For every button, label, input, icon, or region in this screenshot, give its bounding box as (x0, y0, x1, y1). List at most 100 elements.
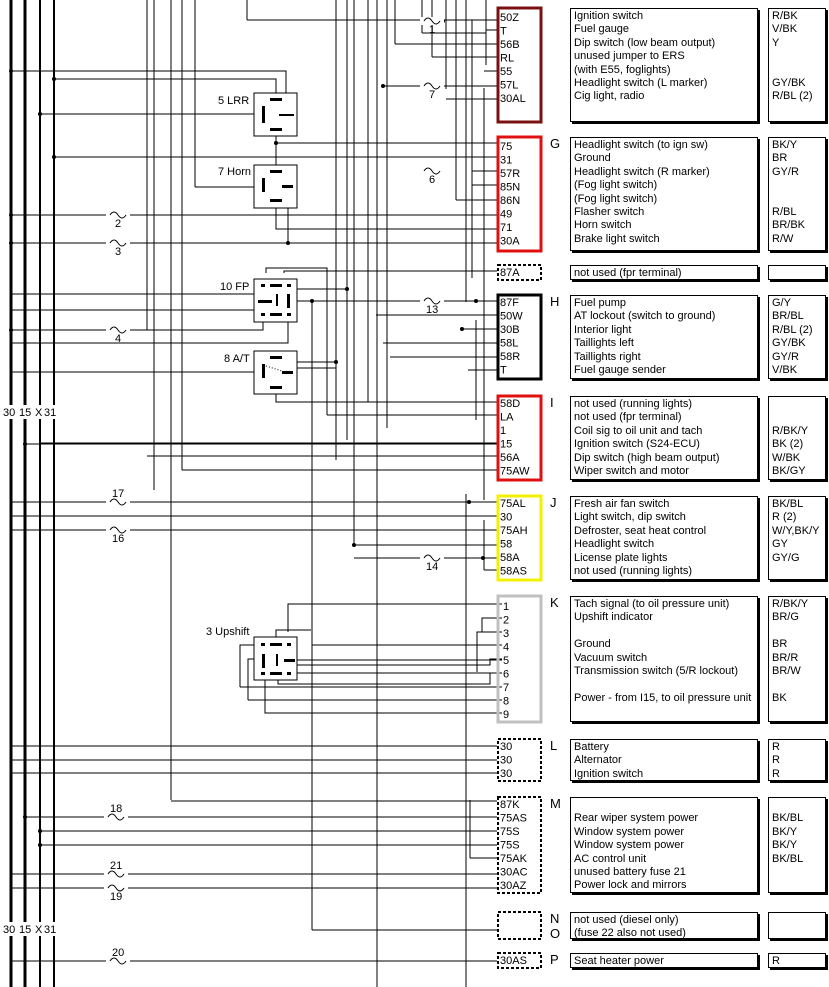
bus-labels-bottom: 30 15 X 31 (3, 924, 56, 936)
description-box-p: Seat heater power (570, 953, 758, 968)
fuse-label: 4 (115, 333, 121, 345)
relay-fp: 10 FP (220, 278, 298, 323)
pin-label: 87K (500, 799, 520, 811)
wire-color-line (772, 625, 822, 638)
description-line: Headlight switch (574, 538, 655, 551)
wire-color-line: V/BK (772, 363, 798, 376)
description-box-k: Tach signal (to oil pressure unit)Upshif… (570, 596, 758, 722)
pin-label: 87A (500, 267, 520, 279)
pin-label: 49 (500, 209, 512, 221)
wire-color-line: R/W (772, 232, 794, 245)
description-line: Ignition switch (574, 10, 644, 22)
description-line: Seat heater power (574, 955, 664, 967)
description-line (574, 799, 754, 812)
description-line: Taillights right (574, 350, 641, 363)
description-line: Fuel pump (574, 297, 626, 309)
fuse-label: 13 (426, 304, 438, 316)
wire (239, 644, 255, 687)
wire-color-line: W/Y,BK/Y (772, 524, 820, 537)
description-line: AT lockout (switch to ground) (574, 310, 716, 323)
bus-label-30: 30 (3, 924, 15, 936)
pin-label: 85N (500, 182, 520, 194)
description-line: Cig light, radio (574, 90, 645, 103)
fuse-14: 14 (420, 554, 444, 573)
description-line: Headlight switch (R marker) (574, 165, 710, 178)
description-line: (Fog light switch) (574, 192, 658, 205)
pin-label: 75S (500, 840, 520, 852)
description-line: Coil sig to oil unit and tach (574, 424, 703, 437)
pin-label: 56B (500, 39, 520, 51)
connector-g2: 87A (497, 264, 542, 281)
description-box-no: not used (diesel only)(fuse 22 also not … (570, 912, 758, 939)
description-line: not used (running lights) (574, 564, 693, 577)
wire-color-line (772, 799, 822, 812)
description-line: not used (running lights) (574, 398, 693, 410)
pin-label: 30 (500, 755, 512, 767)
bus-label-30: 30 (3, 407, 15, 419)
fuse-3: 3 (106, 239, 130, 258)
pin-label: 58D (500, 398, 520, 410)
wire-color-line (772, 179, 822, 192)
fuse-1: 1 (420, 17, 444, 36)
relay-label: 8 A/T (224, 353, 250, 365)
pin-label: 8 (503, 696, 509, 708)
fuse-7: 7 (420, 82, 444, 101)
fuse-label: 6 (429, 174, 435, 186)
description-line: Alternator (574, 754, 622, 767)
description-line: Fresh air fan switch (574, 498, 670, 510)
pin-label: 75S (500, 826, 520, 838)
description-line: Tach signal (to oil pressure unit) (574, 598, 730, 610)
description-line: Ignition switch (S24-ECU) (574, 438, 700, 451)
bus-labels-top: 30 15 X 31 (3, 407, 56, 419)
connector-letter: M (550, 796, 561, 811)
bus-lines (9, 0, 55, 987)
wire-color-line: GY/G (772, 551, 800, 564)
fuse-label: 2 (115, 218, 121, 230)
pin-label: 30A (500, 236, 520, 248)
vertical-wires (146, 0, 487, 987)
fuse-label: 21 (110, 860, 122, 872)
wire (275, 393, 497, 403)
wire-color-box-no (768, 912, 826, 939)
description-line: License plate lights (574, 551, 668, 564)
pin-label: 58 (500, 539, 512, 551)
description-line: Brake light switch (574, 232, 660, 245)
pin-label: 30 (500, 768, 512, 780)
pin-label: 30AL (500, 93, 526, 105)
fuse-label: 1 (429, 24, 435, 36)
wire-color-line (772, 267, 822, 280)
wire (54, 78, 277, 93)
description-line (574, 678, 754, 691)
description-line: not used (diesel only) (574, 914, 679, 926)
bus-label-31: 31 (44, 407, 56, 419)
pin-label: LA (500, 412, 514, 424)
wire-color-line: GY (772, 538, 788, 551)
connector-letter: N (550, 911, 559, 926)
pin-label: 71 (500, 222, 512, 234)
wire-color-line (772, 705, 822, 718)
wire-color-line: GY/R (772, 350, 799, 363)
wire (275, 200, 497, 230)
description-line: (fuse 22 also not used) (574, 927, 686, 940)
fuse-label: 7 (429, 89, 435, 101)
pin-label: 86N (500, 195, 520, 207)
wire-color-line: BK (772, 691, 787, 704)
description-line: Light switch, dip switch (574, 511, 686, 524)
wire-color-line: G/Y (772, 297, 791, 309)
pin-label: 50W (500, 311, 523, 323)
description-line: (Fog light switch) (574, 179, 658, 192)
wire-color-line: R (772, 955, 780, 967)
pin-label: 4 (503, 642, 509, 654)
pin-label: 58L (500, 338, 518, 350)
wire-color-line: BK/BL (772, 812, 804, 825)
fuse-2: 2 (106, 211, 130, 230)
pin-label: 75AK (500, 853, 528, 865)
description-line: unused battery fuse 21 (574, 865, 686, 878)
